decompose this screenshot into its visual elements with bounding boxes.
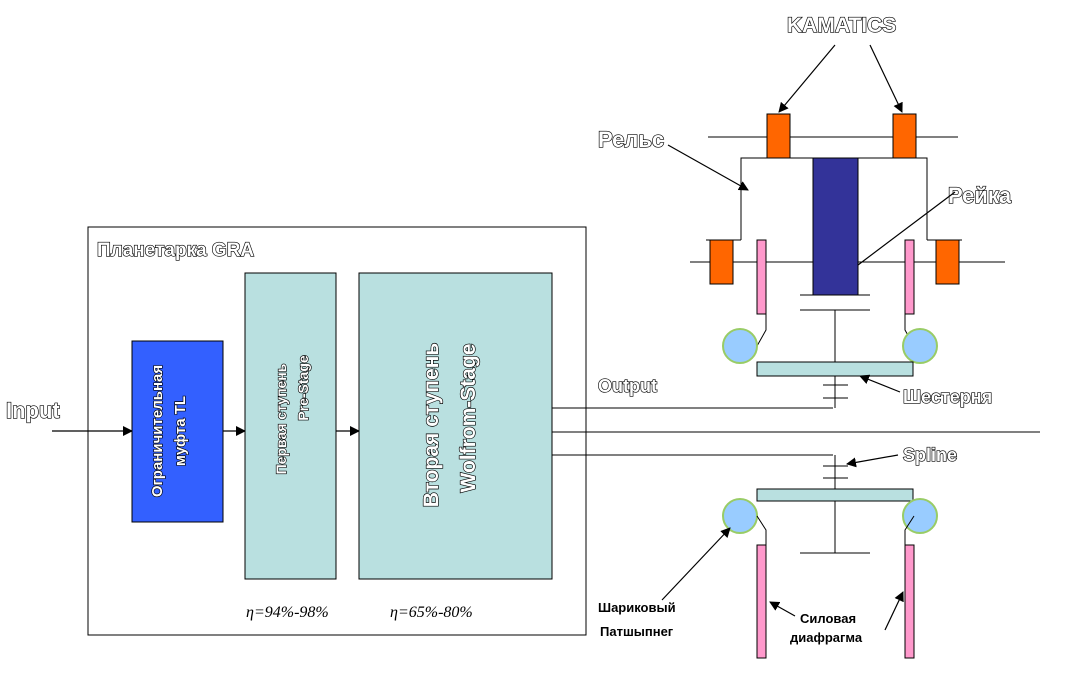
- bearing-label-line1: Шариковый: [598, 600, 676, 615]
- rels-label: Рельс: [598, 127, 664, 152]
- eta-wolfrom-stage: η=65%-80%: [390, 604, 473, 621]
- eta-pre-stage: η=94%-98%: [246, 604, 329, 621]
- diaphragm-label-line2: диафрагма: [790, 630, 863, 645]
- pre-stage-label-line1: Первая ступень: [273, 363, 289, 474]
- wolfrom-label-line1: Вторая ступень: [420, 343, 443, 508]
- tl-label-line1: Ограничительная: [149, 365, 166, 497]
- pre-stage-block: [244, 272, 337, 580]
- bearing-upper-left: [722, 328, 758, 364]
- bearing-upper-right: [902, 328, 938, 364]
- input-label: Input: [6, 398, 60, 423]
- kamatics-arrow-right: [869, 44, 903, 113]
- planetarka-label: Планетарка GRA: [97, 240, 254, 261]
- diaphragm-upper-right: [904, 239, 915, 315]
- diaphragm-upper-left: [756, 239, 767, 315]
- bearing-lower-right: [902, 498, 938, 534]
- side-pad-left: [709, 239, 734, 285]
- tl-label-line2: муфта TL: [172, 396, 189, 466]
- reika-leader: [857, 191, 956, 266]
- bearing-arrow: [661, 527, 731, 601]
- side-pad-right: [935, 239, 960, 285]
- wolfrom-label-line2: Wolfrom-Stage: [457, 344, 480, 493]
- kamatics-arrow-left: [778, 44, 836, 113]
- spline-arrow: [846, 454, 899, 468]
- shesternya-arrow: [859, 374, 901, 393]
- kamatics-label: KAMATICS: [787, 14, 896, 37]
- diaphragm-arrow-left: [769, 601, 796, 617]
- rack-bar: [812, 157, 859, 296]
- diaphragm-arrow-right: [884, 591, 904, 631]
- diaphragm-link-upper-left: [756, 314, 767, 347]
- diaphragm-link-lower-right: [904, 515, 915, 545]
- rels-arrow: [667, 144, 749, 191]
- gear-plate-lower: [756, 488, 914, 502]
- bearing-lower-left: [722, 498, 758, 534]
- kamatics-pad-left: [766, 113, 791, 159]
- reika-label: Рейка: [948, 183, 1012, 208]
- shesternya-label: Шестерня: [903, 387, 992, 407]
- wolfrom-stage-block: [358, 272, 553, 580]
- diaphragm-label-line1: Силовая: [800, 611, 856, 626]
- spline-label: Spline: [903, 445, 957, 465]
- diaphragm-link-lower-left: [756, 515, 767, 545]
- output-label: Output: [598, 376, 657, 396]
- pre-stage-label-line2: Pre-Stage: [295, 355, 311, 421]
- bearing-label-line2: Патшыпнег: [600, 624, 674, 639]
- kamatics-pad-right: [892, 113, 917, 159]
- tl-block: [131, 340, 224, 523]
- diaphragm-lower-left: [756, 544, 767, 659]
- gear-plate-upper: [756, 361, 914, 377]
- diaphragm-lower-right: [904, 544, 915, 659]
